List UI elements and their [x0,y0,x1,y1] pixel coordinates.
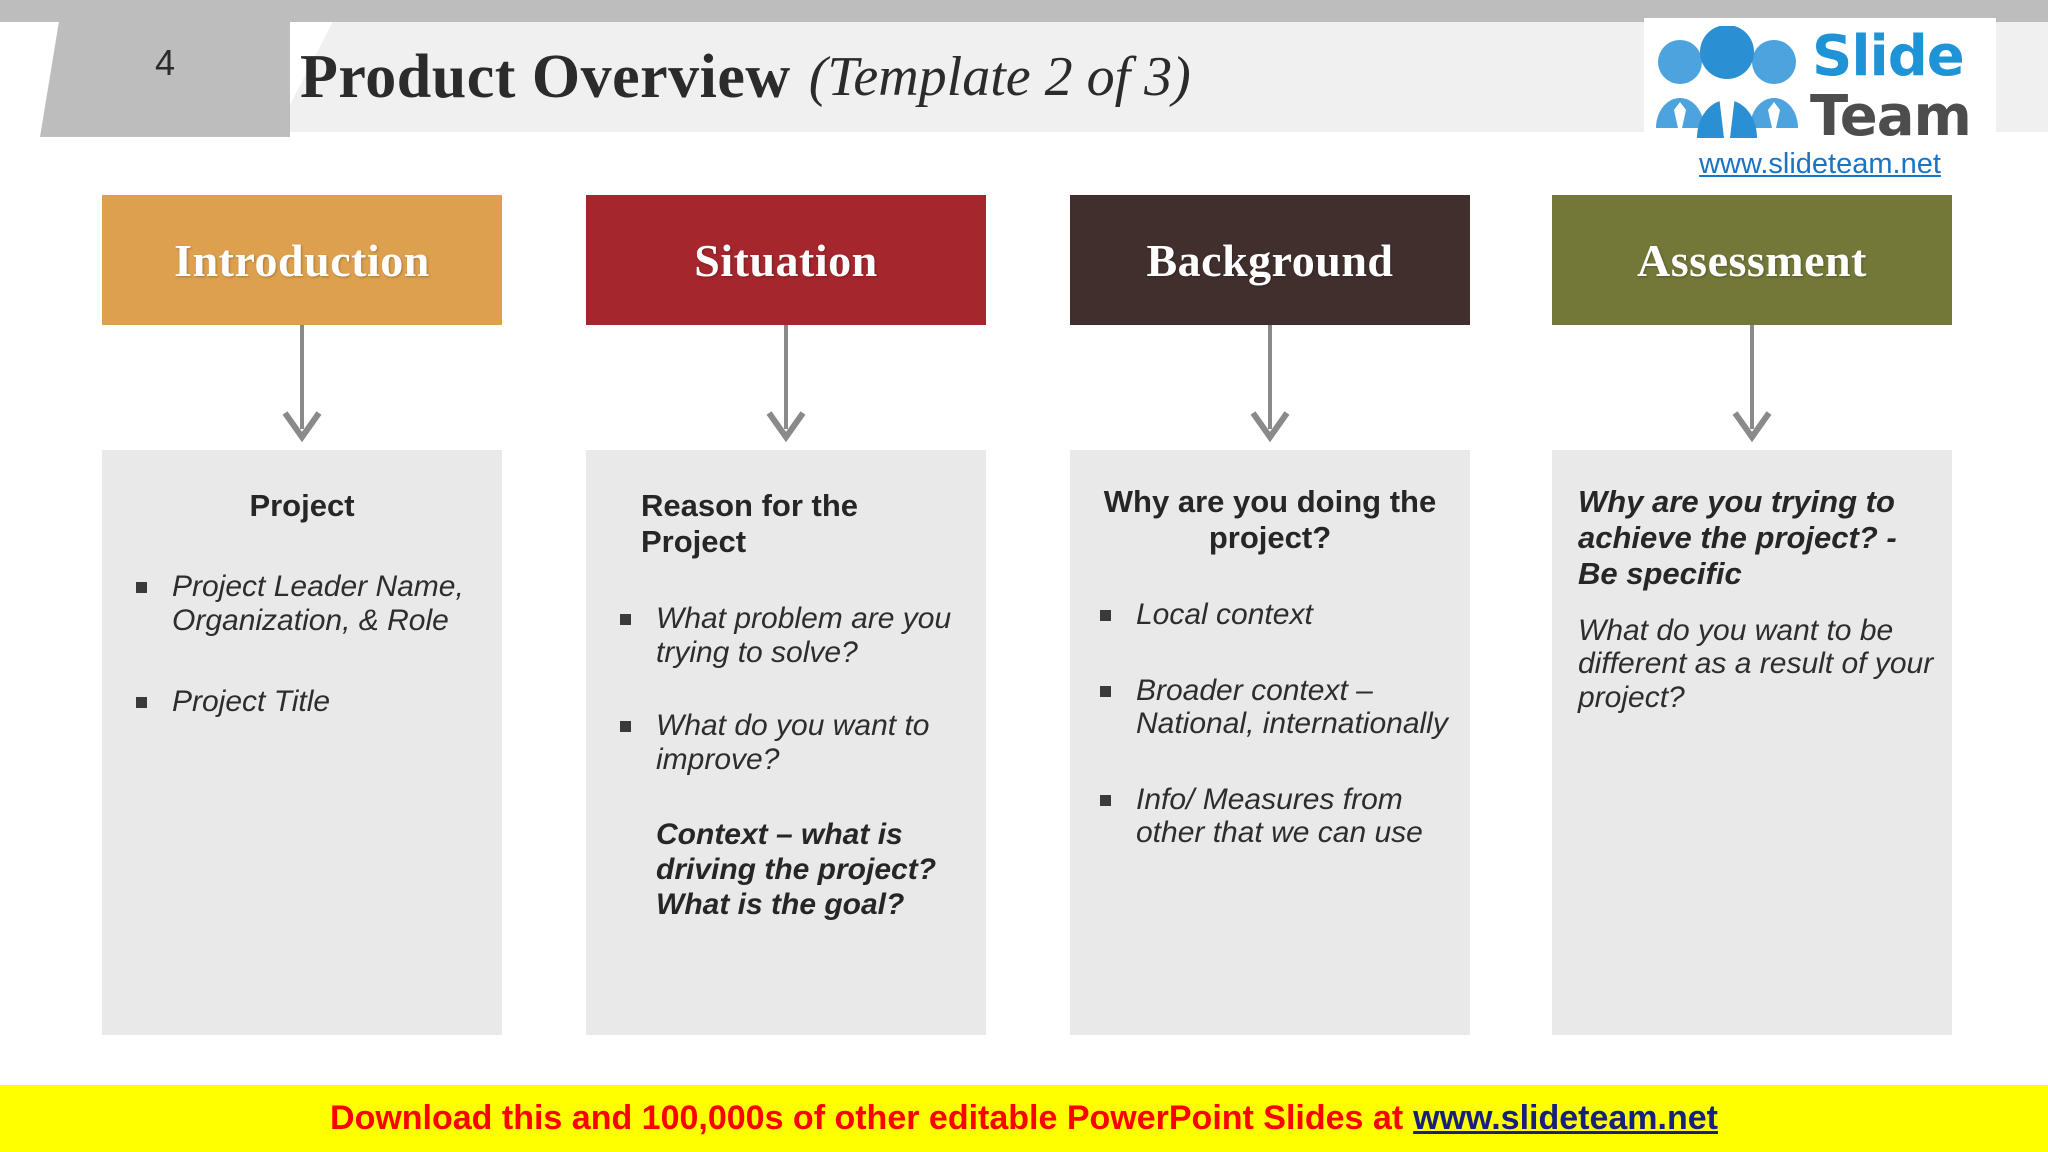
header-box-background[interactable]: Background [1070,195,1470,325]
bullet-square-icon [136,697,147,709]
panel-title-assessment: Why are you trying to achieve the projec… [1578,484,1897,591]
bullet-square-icon [1100,609,1111,621]
panel-introduction: Project Project Leader Name, Organizatio… [102,450,502,1035]
header-box-label: Introduction [174,234,430,286]
arrow-assessment [1728,325,1776,445]
panel-title-background: Why are you doing the project? [1103,484,1437,555]
header-box-assessment[interactable]: Assessment [1552,195,1952,325]
arrow-introduction [278,325,326,445]
list-item: Project Title [124,685,480,719]
list-item: Project Leader Name, Organization, & Rol… [124,570,480,637]
bullet-list-background: Local context Broader context – National… [1088,598,1452,850]
promo-footer-banner: Download this and 100,000s of other edit… [0,1085,2048,1152]
header-box-introduction[interactable]: Introduction [102,195,502,325]
panel-note-situation: Context – what is driving the project? W… [656,818,937,921]
promo-footer-text: Download this and 100,000s of other edit… [330,1099,1404,1137]
header-box-label: Situation [694,234,878,286]
list-item-text: What do you want to improve? [656,709,930,776]
slideteam-logo[interactable]: Slide Team www.slideteam.net [1644,18,1996,196]
panel-background: Why are you doing the project? Local con… [1070,450,1470,1035]
arrow-situation [762,325,810,445]
list-item: What problem are you trying to solve? [608,602,964,669]
bullet-square-icon [136,581,147,593]
header-box-label: Assessment [1637,234,1867,286]
bullet-list-introduction: Project Leader Name, Organization, & Rol… [124,570,480,719]
bullet-square-icon [1100,794,1111,806]
page-title: Product Overview (Template 2 of 3) [300,22,1191,132]
panel-note-assessment: What do you want to be different as a re… [1578,613,1934,715]
logo-url[interactable]: www.slideteam.net [1699,148,1941,180]
bullet-square-icon [620,613,631,625]
slide-number: 4 [154,42,176,83]
list-item: Broader context – National, internationa… [1088,674,1452,741]
list-item-text: Broader context – National, internationa… [1136,673,1448,741]
header-box-label: Background [1146,234,1394,286]
people-group-icon [1652,25,1802,146]
logo-word-team: Team [1810,84,1972,149]
panel-situation: Reason for the Project What problem are … [586,450,986,1035]
arrow-background [1246,325,1294,445]
list-item: Info/ Measures from other that we can us… [1088,783,1452,850]
promo-footer-link[interactable]: www.slideteam.net [1413,1099,1718,1137]
bullet-square-icon [620,721,631,733]
list-item-text: What problem are you trying to solve? [656,601,952,669]
list-item-text: Info/ Measures from other that we can us… [1136,782,1423,850]
panel-title-introduction: Project [249,488,355,523]
list-item-text: Local context [1136,597,1313,631]
list-item: Local context [1088,598,1452,632]
panel-title-situation: Reason for the Project [641,488,859,559]
bullet-square-icon [1100,685,1111,697]
page-title-subtitle: (Template 2 of 3) [808,46,1191,108]
logo-word-slide: Slide [1812,24,1965,89]
page-title-main: Product Overview [300,42,791,111]
slide-number-plate: 4 [40,0,290,137]
top-gray-strip [0,0,2048,22]
list-item-text: Project Title [172,685,331,719]
list-item-text: Project Leader Name, Organization, & Rol… [172,569,464,637]
header-box-situation[interactable]: Situation [586,195,986,325]
panel-assessment: Why are you trying to achieve the projec… [1552,450,1952,1035]
bullet-list-situation: What problem are you trying to solve? Wh… [608,602,964,776]
list-item: What do you want to improve? [608,709,964,776]
